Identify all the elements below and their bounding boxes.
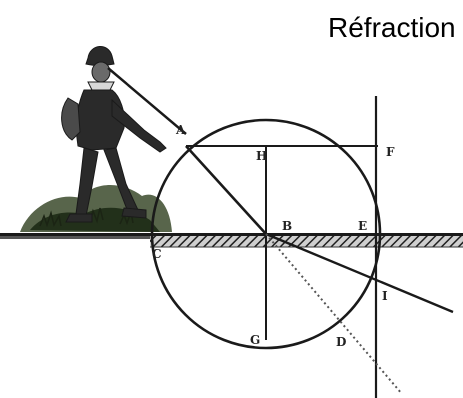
label-d: D (336, 335, 346, 349)
label-g: G (250, 333, 260, 347)
label-h: H (256, 149, 267, 163)
label-a: A (175, 123, 186, 137)
label-b: B (282, 219, 292, 233)
water-surface (0, 233, 463, 248)
label-f: F (386, 145, 395, 159)
construction-circle (150, 118, 382, 350)
page-title: Réfraction (328, 12, 456, 43)
straight-path-dotted (265, 233, 403, 395)
walking-figure (61, 46, 187, 223)
label-e: E (358, 219, 367, 233)
refracted-ray (265, 232, 454, 314)
incident-ray (185, 145, 267, 235)
grass-mound (20, 185, 172, 232)
label-c: C (152, 247, 162, 261)
label-i: I (382, 289, 388, 303)
